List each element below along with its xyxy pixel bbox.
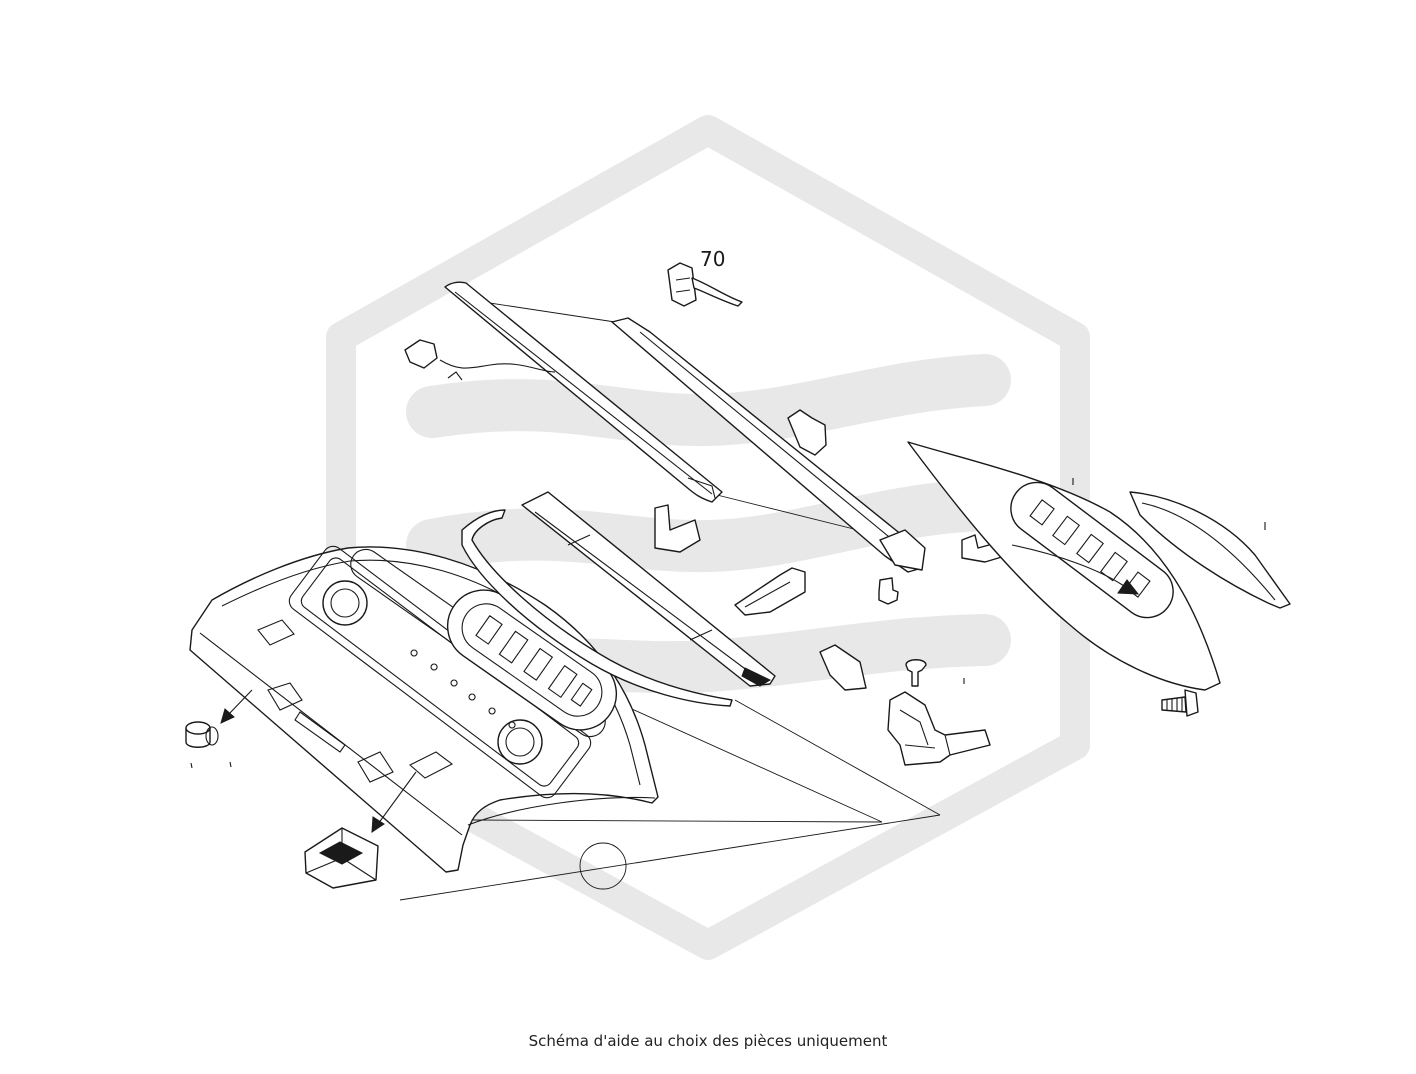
guide-line	[734, 699, 941, 816]
bracket-small-2-detail	[744, 581, 791, 608]
rear-light-outer	[1010, 481, 1174, 619]
parcel-shelf-fixing-points	[410, 649, 516, 729]
harness-connector	[404, 339, 438, 369]
part-70-body	[667, 262, 697, 307]
push-pin-clip	[185, 689, 253, 748]
spoiler-strip-body	[1129, 491, 1291, 609]
part-70-detail	[675, 277, 691, 293]
guide-line	[469, 299, 616, 323]
screw	[1161, 689, 1199, 717]
spoiler-strip	[1129, 491, 1291, 609]
right-rail-end-bracket	[879, 529, 926, 571]
middle-panel-end	[741, 667, 772, 687]
middle-panel-lines	[534, 511, 761, 681]
switch-detail	[305, 828, 377, 881]
watermark-wave-middle	[406, 479, 1011, 573]
right-rail	[611, 317, 926, 573]
part-70-bracket: 70	[667, 247, 743, 307]
watermark-wave-top	[406, 354, 1011, 447]
clip-base	[205, 726, 219, 746]
light-housing-inner	[461, 603, 603, 717]
left-rail	[444, 281, 723, 503]
watermark-hexagon	[326, 115, 1090, 960]
rear-trim-arrow-line	[1011, 544, 1125, 587]
speaker-hole-right-inner	[505, 727, 535, 757]
bracket-small-1	[654, 504, 701, 553]
bracket-small-2	[734, 567, 806, 616]
rear-light-pattern	[1029, 499, 1151, 598]
wiring-harness	[404, 339, 556, 381]
middle-trim-panel	[521, 491, 776, 687]
switch-button	[318, 841, 364, 865]
mounting-bracket-detail	[899, 709, 951, 756]
bolt	[878, 577, 899, 605]
screw-head	[1184, 689, 1199, 717]
switch-arrow-head	[371, 816, 385, 833]
guide-line	[704, 491, 879, 536]
mounting-bracket-body	[887, 691, 991, 766]
light-housing-pattern	[475, 614, 593, 707]
spoiler-strip-line	[1141, 502, 1276, 601]
speaker-hole-left-inner	[330, 588, 360, 618]
left-rail-inner-line	[454, 291, 716, 499]
guide-line	[471, 819, 883, 823]
harness-wire	[439, 359, 556, 381]
part-70-arm	[691, 277, 743, 307]
rear-trim-light-housing	[1010, 481, 1174, 619]
clip-arrow-head	[220, 708, 235, 724]
switch-arrow-line	[377, 771, 417, 825]
switch-module	[304, 771, 417, 889]
retaining-clip	[905, 659, 927, 687]
parcel-shelf-cutouts	[257, 619, 454, 783]
middle-panel-body	[521, 491, 776, 687]
reference-circle	[579, 842, 627, 890]
speaker-hole-left	[322, 580, 368, 626]
bracket-wedge	[819, 644, 867, 691]
screw-thread	[1166, 697, 1183, 712]
speaker-hole-right	[497, 719, 543, 765]
rear-trim-panel	[907, 441, 1221, 691]
guide-line	[399, 814, 941, 901]
mounting-bracket-assembly	[887, 691, 991, 766]
parcel-shelf	[189, 545, 659, 873]
guide-line	[611, 699, 883, 823]
tick-marks	[190, 478, 1266, 769]
clip-arrow-line	[227, 689, 253, 716]
right-rail-bracket	[787, 409, 827, 456]
guide-lines	[399, 299, 941, 901]
right-rail-inner-line	[639, 331, 906, 551]
rear-trim-arrow-head	[1117, 579, 1140, 595]
curved-seal-strip	[461, 509, 733, 707]
diagram-caption: Schéma d'aide au choix des pièces unique…	[528, 1032, 888, 1050]
callout-label[interactable]: 70	[700, 247, 725, 271]
